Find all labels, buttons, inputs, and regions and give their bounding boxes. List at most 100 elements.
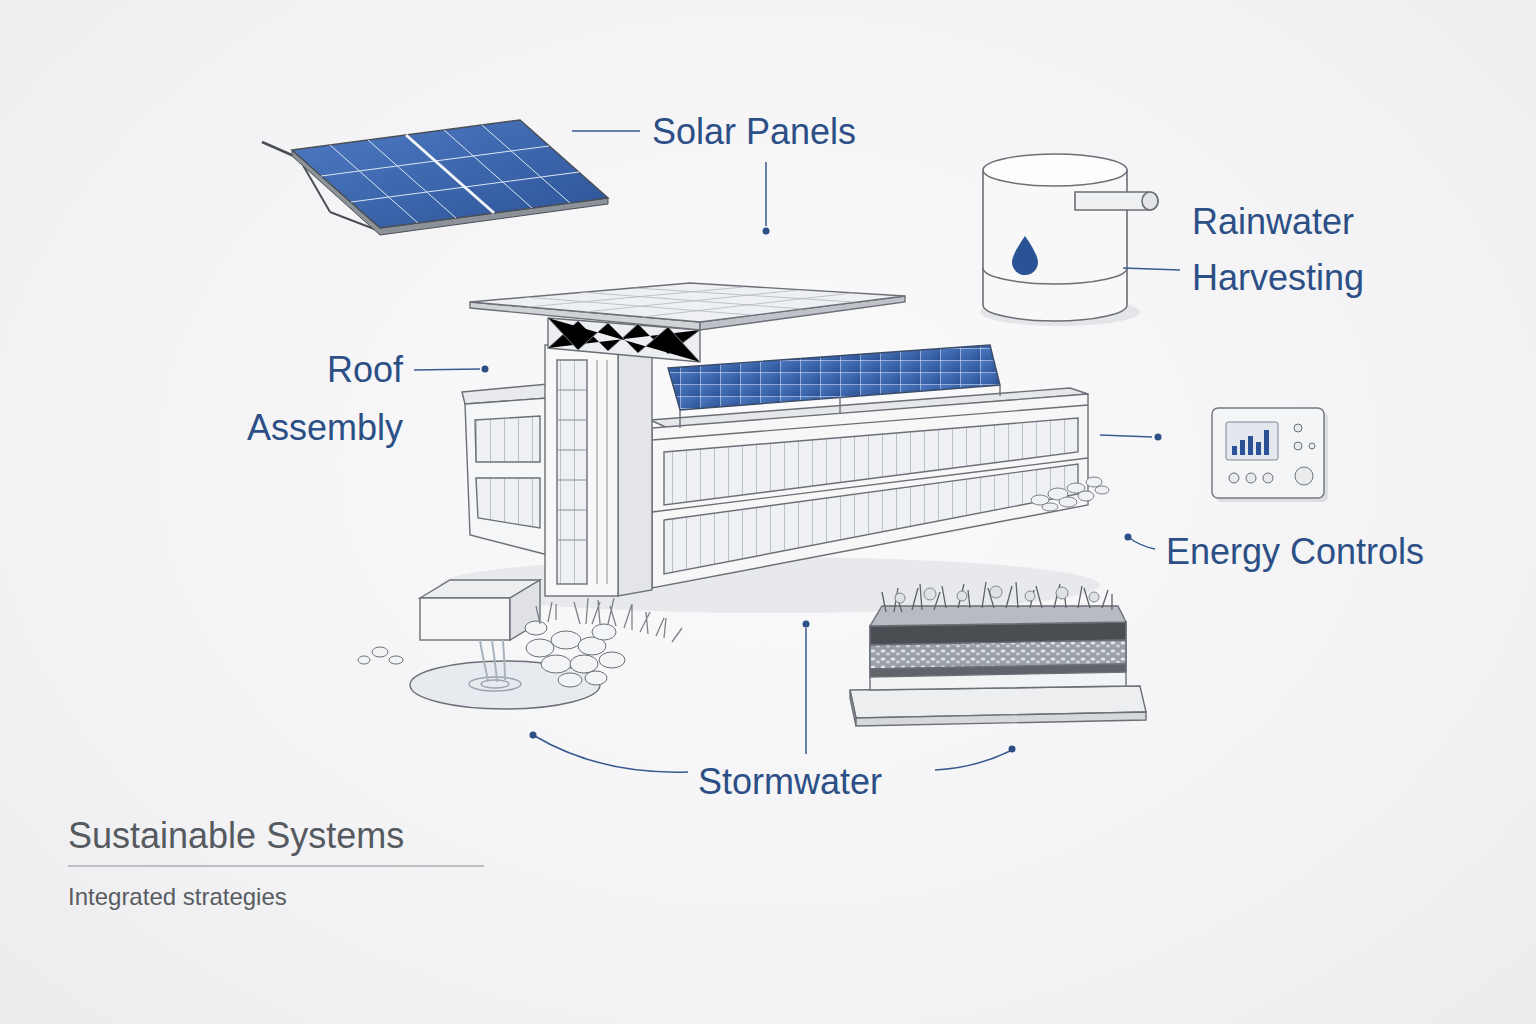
rock-border — [1031, 477, 1109, 511]
callout-label: Rainwater Harvesting — [1192, 194, 1407, 306]
green-roof-section — [850, 582, 1146, 726]
leader-dot — [763, 228, 770, 235]
leader-line — [1100, 435, 1152, 437]
outlet-rocks — [526, 639, 554, 657]
leader-dot — [530, 732, 537, 739]
leader-dot — [1125, 534, 1132, 541]
leader-dot — [1009, 746, 1016, 753]
panel-grid — [321, 125, 579, 223]
rock-border — [1059, 497, 1077, 507]
controller-buttons — [1263, 473, 1273, 483]
tank-pipe — [1075, 192, 1158, 210]
membrane-layer — [870, 664, 1126, 677]
outlet-rocks — [541, 655, 571, 673]
panel-grid — [444, 130, 532, 208]
plants — [882, 582, 1112, 612]
rainwater-tank — [980, 154, 1158, 326]
controller-buttons — [1309, 443, 1315, 449]
water-drop — [1012, 236, 1038, 275]
pool-ripple — [469, 677, 521, 691]
tower-mullions — [607, 360, 608, 584]
plant-leaves — [895, 593, 905, 603]
tower-mullions — [557, 540, 587, 541]
left-wing — [465, 398, 548, 555]
leader-line — [1128, 537, 1155, 549]
screen-bars — [1240, 440, 1245, 455]
outlet-rocks — [389, 656, 403, 664]
canopy-roof — [470, 283, 905, 322]
diagram-title: Sustainable Systems — [68, 814, 404, 858]
screen-bars — [1248, 436, 1253, 455]
controller-buttons — [1246, 473, 1256, 483]
rock-border — [1095, 486, 1109, 494]
base-plate-edge — [856, 712, 1146, 726]
screen-bars — [1232, 446, 1237, 455]
leader-dot — [482, 366, 489, 373]
array-rack — [999, 385, 1000, 396]
controller-buttons — [1229, 424, 1315, 485]
tower-front — [545, 345, 618, 596]
tower-mullions — [557, 360, 607, 584]
outlet-rocks — [358, 656, 370, 664]
solar-panel-figure — [262, 120, 608, 235]
canopy-grid — [580, 292, 802, 309]
stormwater-outlet — [358, 580, 682, 709]
screen-bars — [1264, 430, 1269, 455]
callout-label: Solar Panels — [652, 110, 856, 153]
canopy-grid — [525, 287, 853, 317]
rock-border — [1086, 477, 1102, 487]
leader-line — [414, 369, 480, 370]
callout-label: Stormwater — [698, 760, 882, 803]
panel-divider — [406, 135, 494, 213]
plant-leaves — [895, 586, 1099, 603]
tank-band — [983, 268, 1127, 284]
pool-ripple — [481, 680, 509, 688]
plant-leaves — [1089, 592, 1099, 602]
outlet-rocks — [525, 621, 547, 635]
base-plate-edge — [850, 690, 856, 726]
outlet-rocks — [558, 673, 582, 687]
canopy-grid — [527, 287, 744, 307]
building — [440, 283, 1109, 613]
controller-buttons — [1295, 467, 1313, 485]
plant-leaves — [957, 591, 967, 601]
right-wing — [652, 394, 1088, 588]
panel-grid — [368, 140, 456, 218]
left-windows — [476, 478, 540, 528]
outlet-rocks — [599, 652, 625, 668]
panel-surface — [292, 120, 608, 228]
title-rule — [68, 865, 484, 866]
falling-water — [480, 640, 505, 682]
plant-leaves — [1056, 587, 1068, 599]
plant-leaves — [990, 586, 1002, 598]
panel-grid — [482, 125, 570, 203]
outlet-rocks — [585, 671, 607, 685]
array-rack — [839, 397, 840, 414]
outlet-rocks — [551, 631, 581, 649]
left-windows — [475, 416, 540, 462]
callout-label: Roof Assembly — [198, 341, 403, 457]
leader-line — [1123, 268, 1180, 270]
rock-border — [1078, 491, 1094, 501]
leader-line — [765, 162, 767, 226]
tower-mullions — [557, 510, 587, 511]
leader-line — [533, 735, 688, 772]
callout-label: Energy Controls — [1166, 530, 1424, 573]
leader-dot — [803, 621, 810, 628]
floor-line — [652, 458, 1088, 512]
leader-dot — [1155, 434, 1162, 441]
controller-buttons — [1294, 442, 1302, 450]
controller-buttons — [1229, 473, 1239, 483]
outlet-rocks — [358, 621, 625, 687]
outlet-rocks — [570, 655, 598, 673]
layer-stack — [870, 622, 1126, 690]
planting-surface — [870, 606, 1126, 626]
rock-border — [1042, 503, 1058, 511]
grass — [536, 598, 682, 642]
array-rack — [679, 410, 680, 428]
tower-mullions — [557, 390, 587, 391]
canopy-grid — [525, 297, 751, 315]
leader-line — [805, 628, 807, 754]
